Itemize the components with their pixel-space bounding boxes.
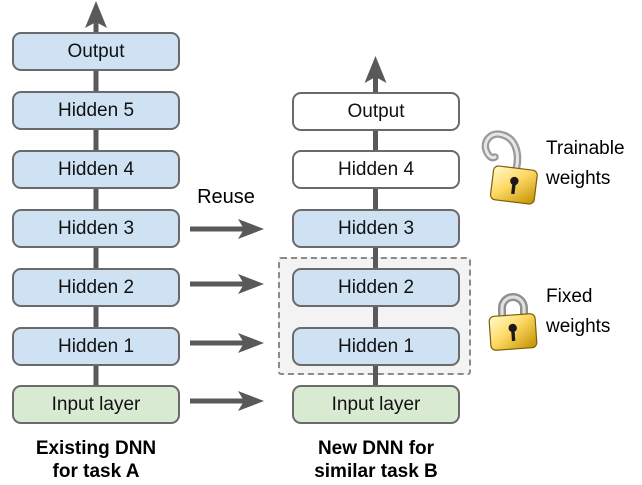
trainable-weights-label: Trainable weights	[546, 138, 625, 189]
caption-existing-line2: for task A	[52, 461, 140, 482]
caption-existing-dnn: Existing DNN for task A	[6, 437, 186, 483]
layer-box-a-hidden1: Hidden 1	[12, 327, 180, 366]
layer-box-b-output: Output	[292, 92, 460, 131]
reuse-label: Reuse	[197, 186, 255, 208]
layer-box-a-hidden4: Hidden 4	[12, 150, 180, 189]
caption-new-line2: similar task B	[314, 461, 438, 482]
caption-new-dnn: New DNN for similar task B	[286, 437, 466, 483]
caption-existing-line1: Existing DNN	[35, 438, 157, 459]
layer-box-b-hidden1: Hidden 1	[292, 327, 460, 366]
layer-box-b-hidden2: Hidden 2	[292, 268, 460, 307]
layer-box-a-hidden2: Hidden 2	[12, 268, 180, 307]
closed-padlock-icon	[488, 293, 538, 351]
layer-box-a-input: Input layer	[12, 385, 180, 424]
layer-box-b-input: Input layer	[292, 385, 460, 424]
reuse-arrow-hidden1	[190, 333, 264, 353]
open-padlock-icon	[481, 130, 538, 205]
fixed-weights-label: Fixed weights	[546, 286, 611, 337]
caption-new-line1: New DNN for	[317, 438, 435, 459]
layer-box-a-hidden3: Hidden 3	[12, 209, 180, 248]
layer-box-a-output: Output	[12, 32, 180, 71]
layer-box-b-hidden4: Hidden 4	[292, 150, 460, 189]
layer-box-a-hidden5: Hidden 5	[12, 91, 180, 130]
reuse-arrow-hidden3	[190, 219, 264, 239]
reuse-arrow-hidden2	[190, 274, 264, 294]
reuse-arrow-input	[190, 391, 264, 411]
layer-box-b-hidden3: Hidden 3	[292, 209, 460, 248]
